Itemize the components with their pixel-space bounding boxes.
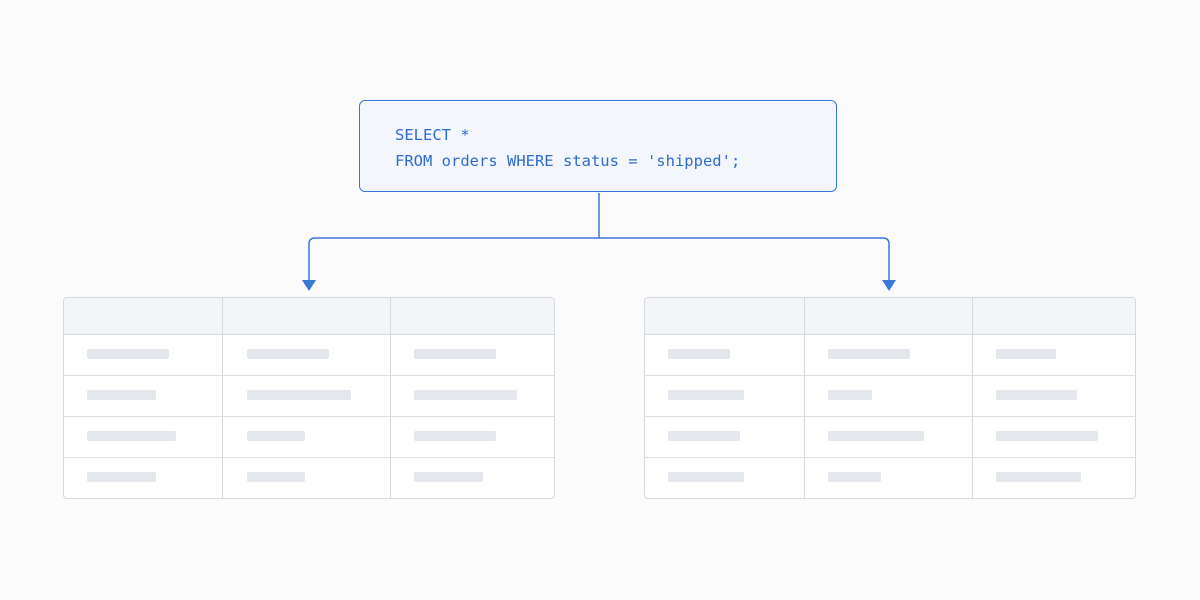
sql-query-box: SELECT * FROM orders WHERE status = 'shi… <box>359 100 837 192</box>
placeholder-cell <box>247 431 305 441</box>
placeholder-cell <box>668 390 744 400</box>
placeholder-cell <box>87 349 169 359</box>
placeholder-cell <box>996 472 1081 482</box>
placeholder-cell <box>247 472 305 482</box>
arrowhead-right <box>882 280 896 291</box>
placeholder-cell <box>996 390 1077 400</box>
table-row <box>645 376 1135 417</box>
table-row <box>64 376 554 417</box>
connector-branch <box>308 237 890 280</box>
table-header <box>64 298 554 335</box>
placeholder-cell <box>668 472 744 482</box>
placeholder-cell <box>87 431 176 441</box>
placeholder-cell <box>414 390 517 400</box>
table-header <box>645 298 1135 335</box>
placeholder-cell <box>247 349 329 359</box>
placeholder-cell <box>668 349 730 359</box>
placeholder-cell <box>414 349 496 359</box>
table-row <box>64 417 554 458</box>
placeholder-cell <box>87 472 156 482</box>
column-divider <box>222 298 223 498</box>
placeholder-cell <box>414 472 483 482</box>
placeholder-cell <box>996 349 1056 359</box>
table-row <box>645 417 1135 458</box>
placeholder-cell <box>828 390 872 400</box>
table-row <box>645 458 1135 498</box>
query-line-from: FROM orders WHERE status = 'shipped'; <box>395 152 741 170</box>
result-table-right <box>644 297 1136 499</box>
placeholder-cell <box>828 431 924 441</box>
column-divider <box>804 298 805 498</box>
placeholder-cell <box>828 349 910 359</box>
placeholder-cell <box>828 472 881 482</box>
table-row <box>64 335 554 376</box>
column-divider <box>972 298 973 498</box>
query-line-select: SELECT * <box>395 126 470 144</box>
table-row <box>64 458 554 498</box>
placeholder-cell <box>996 431 1098 441</box>
placeholder-cell <box>668 431 740 441</box>
placeholder-cell <box>414 431 496 441</box>
table-row <box>645 335 1135 376</box>
placeholder-cell <box>87 390 156 400</box>
result-table-left <box>63 297 555 499</box>
arrowhead-left <box>302 280 316 291</box>
column-divider <box>390 298 391 498</box>
placeholder-cell <box>247 390 351 400</box>
